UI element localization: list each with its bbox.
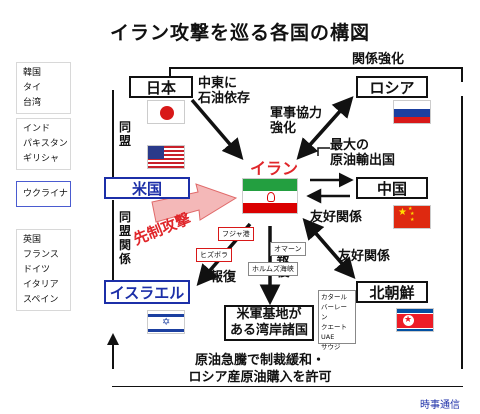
page-title: イラン攻撃を巡る各国の構図 (109, 22, 370, 44)
china-flag-icon: ★ ★ ★ ★ (393, 205, 431, 229)
country-us: 米国 (104, 177, 190, 199)
bottom-note: 原油急騰で制裁緩和・ ロシア産原油購入を許可 (0, 352, 480, 386)
japan-flag-icon (147, 100, 185, 124)
list-item: イタリア (23, 280, 59, 290)
list-item: タイ (23, 83, 42, 93)
country-list-others: インド パキスタン ギリシャ (16, 118, 71, 170)
label-largest-export: 最大の 原油輸出国 (330, 138, 396, 168)
israel-flag-icon: ✡ (147, 310, 185, 334)
country-iran: イラン (250, 159, 299, 178)
list-item: 台湾 (23, 98, 42, 108)
tag-oman: オマーン (270, 242, 306, 256)
iran-flag-icon (242, 178, 298, 214)
tag-hormuz: ホルムズ海峡 (248, 262, 298, 276)
bottom-bracket (112, 96, 463, 387)
country-russia: ロシア (356, 76, 428, 98)
north-korea-flag-icon: ★ (396, 308, 434, 332)
credit: 時事通信 (420, 400, 460, 411)
list-item: UAE (321, 333, 335, 341)
list-item: 英国 (23, 235, 42, 245)
russia-flag-icon (393, 100, 431, 124)
list-item: パキスタン (23, 139, 68, 149)
list-item: ドイツ (23, 265, 51, 275)
country-list-europe: 英国 フランス ドイツ イタリア スペイン (16, 229, 71, 311)
list-item: インド (23, 124, 51, 134)
list-item: フランス (23, 250, 59, 260)
list-item: ウクライナ (23, 189, 68, 199)
label-ties-strengthening: 関係強化 (352, 52, 405, 67)
country-list-ukraine: ウクライナ (16, 181, 71, 207)
country-china: 中国 (356, 177, 428, 199)
country-israel: イスラエル (104, 280, 190, 304)
list-item: カタール (321, 293, 347, 301)
tag-hezbollah: ヒズボラ (196, 248, 232, 262)
label-oil-dependence: 中東に 石油依存 (198, 76, 251, 106)
list-item: サウジ (321, 343, 341, 351)
us-flag-icon (147, 145, 185, 169)
list-item: クエート (321, 323, 347, 331)
russia-bracket-top (169, 67, 463, 82)
country-list-asia: 韓国 タイ 台湾 (16, 62, 71, 114)
list-item: スペイン (23, 295, 59, 305)
gulf-bases-box: 米軍基地が ある湾岸諸国 (224, 305, 314, 341)
label-ally-relation: 同盟関係 (118, 210, 131, 266)
tag-fujairah: フジャ港 (218, 227, 254, 241)
label-friendly-china: 友好関係 (310, 210, 363, 225)
list-item: ギリシャ (23, 154, 60, 164)
country-japan: 日本 (129, 76, 193, 98)
label-military-coop: 軍事協力 強化 (270, 106, 323, 136)
japan-iran-arrow (190, 98, 244, 160)
label-ally: 同盟 (118, 120, 131, 148)
country-north-korea: 北朝鮮 (356, 281, 428, 303)
list-item: 韓国 (23, 68, 42, 78)
gulf-states-list: カタール バーレーン クエート UAE サウジ (318, 290, 356, 351)
list-item: バーレーン (321, 303, 347, 321)
label-retaliation-left: 報復 (210, 270, 237, 285)
preemptive-strike-arrow (151, 183, 238, 223)
label-friendly-nk: 友好関係 (338, 249, 391, 264)
